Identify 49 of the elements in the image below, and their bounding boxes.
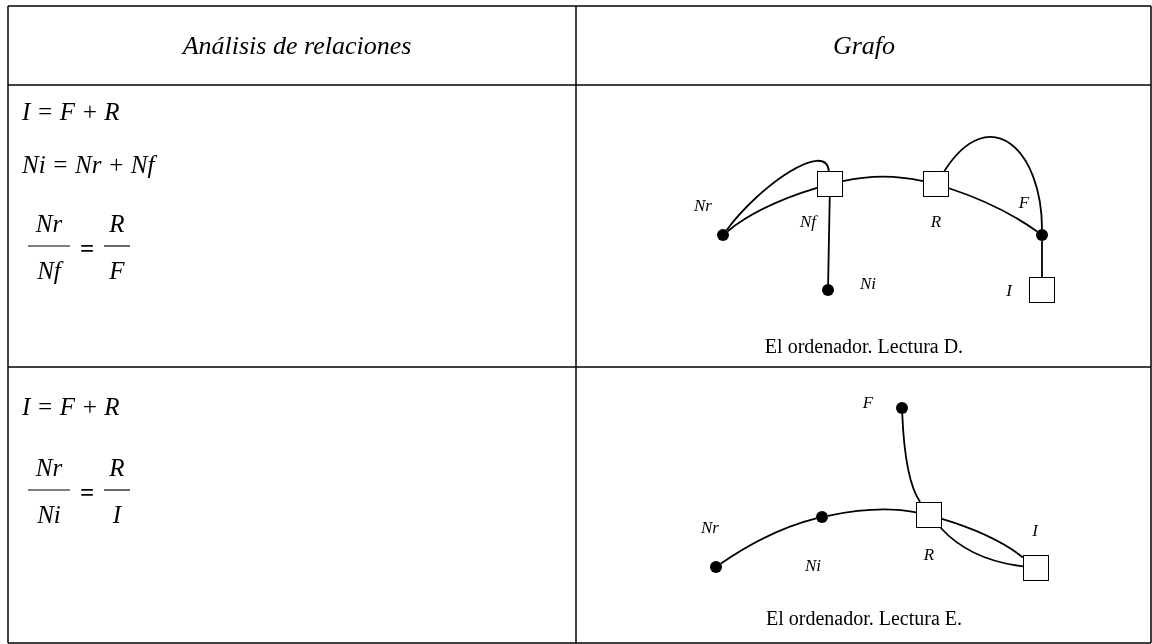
figure-caption: El ordenador. Lectura E. (766, 608, 962, 628)
connector-line (943, 136, 1043, 230)
figure-caption: El ordenador. Lectura D. (764, 336, 964, 356)
connector-line (725, 159, 830, 232)
node-label: Nf (799, 212, 817, 230)
vertex-square (1029, 277, 1055, 303)
vertex-dot (822, 284, 834, 296)
equals-sign: = (79, 479, 95, 505)
node-label: Ni (859, 274, 877, 292)
connector-line (827, 196, 831, 285)
node-label: I (1032, 521, 1038, 539)
fraction-denominator: I (112, 501, 122, 527)
fraction-numerator: Nr (35, 210, 63, 236)
vertex-dot (717, 229, 729, 241)
equation: I = F + R (22, 98, 120, 124)
connector-line (720, 517, 818, 565)
connector-line (726, 187, 818, 233)
node-label: Ni (804, 556, 822, 574)
vertex-dot (710, 561, 722, 573)
equals-sign: = (79, 235, 95, 261)
fraction-numerator: Nr (35, 454, 63, 480)
vertex-square (1023, 555, 1049, 581)
connector-line (948, 187, 1038, 233)
node-label: Nr (694, 196, 712, 214)
node-label: Nr (701, 518, 719, 536)
fraction-denominator: Ni (37, 501, 61, 527)
fraction-numerator: R (109, 210, 125, 236)
vertex-square (916, 502, 942, 528)
vertex-square (923, 171, 949, 197)
node-label: R (923, 545, 935, 563)
column-header: Análisis de relaciones (182, 33, 412, 59)
vertex-dot (1036, 229, 1048, 241)
node-label: R (930, 212, 942, 230)
vertex-dot (896, 402, 908, 414)
fraction-denominator: F (109, 257, 125, 283)
connector-line (827, 508, 917, 517)
node-label: F (1018, 193, 1030, 211)
equation: I = F + R (22, 393, 120, 419)
fraction-numerator: R (109, 454, 125, 480)
connector-line (1041, 240, 1043, 278)
connector-line (842, 175, 924, 182)
node-label: I (1006, 281, 1012, 299)
connector-line (941, 518, 1024, 559)
connector-line (939, 527, 1024, 568)
vertex-dot (816, 511, 828, 523)
vertex-square (817, 171, 843, 197)
column-header: Grafo (832, 33, 896, 59)
connector-line (901, 413, 921, 503)
node-label: F (862, 393, 874, 411)
